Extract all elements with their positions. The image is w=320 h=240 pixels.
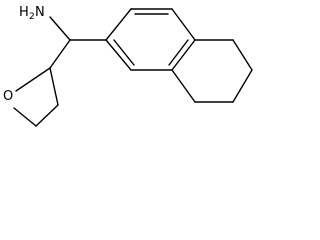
ring-oxygen-label: O — [3, 89, 13, 104]
amine-label: H 2 N — [19, 5, 45, 22]
tetrahydrofuran-ring — [13, 67, 59, 127]
aromatic-ring — [105, 8, 196, 71]
bond-thf — [49, 39, 71, 69]
bond-amine — [49, 16, 71, 41]
amine-subscript: 2 — [29, 12, 35, 22]
amine-n: N — [35, 5, 45, 20]
molecule-structure-diagram: H 2 N O — [3, 5, 253, 127]
cyclohexane-ring — [171, 39, 253, 103]
amine-h: H — [19, 5, 29, 20]
